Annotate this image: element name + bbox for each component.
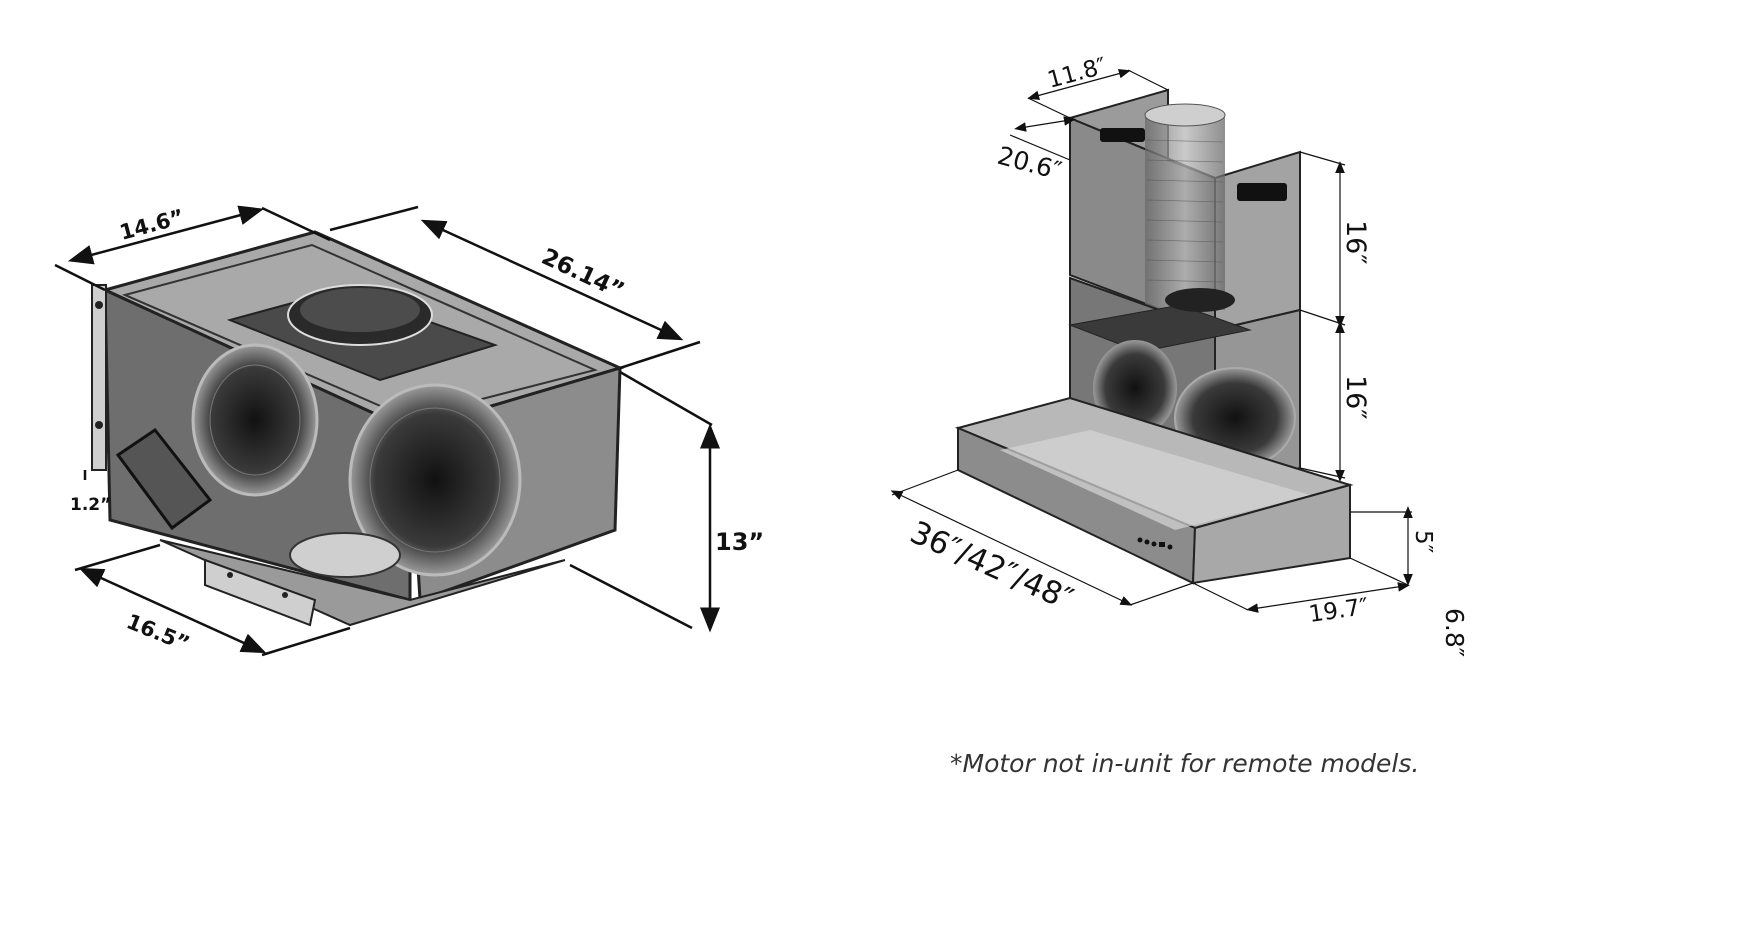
blower-fan-right bbox=[348, 383, 522, 577]
exhaust-duct bbox=[1145, 115, 1225, 310]
dim-chimney-width: 11.8″ bbox=[1045, 53, 1110, 94]
footnote: *Motor not in-unit for remote models. bbox=[950, 749, 1419, 778]
dim-total-height: 6.8″ bbox=[1440, 608, 1469, 657]
dim-flange: 1.2” bbox=[70, 495, 111, 515]
bottom-collar bbox=[289, 532, 401, 578]
hood-unit: 11.8″ 20.6″ 16″ 16″ 36″/42″/48″ 19.7″ 5″… bbox=[890, 53, 1469, 657]
junction-box bbox=[115, 427, 213, 531]
dim-lower-chimney: 16″ bbox=[1340, 375, 1371, 419]
blower-unit: 14.6” 26.14” 1.2” 13” 16.5” bbox=[54, 205, 764, 656]
dim-hood-widths: 36″/42″/48″ bbox=[905, 514, 1079, 618]
dim-chimney-depth: 20.6″ bbox=[994, 141, 1064, 186]
vent-slots-upper bbox=[1100, 128, 1287, 201]
dim-height: 13” bbox=[715, 528, 764, 556]
mount-flange-left bbox=[91, 284, 107, 471]
blower-fan-left bbox=[191, 343, 319, 497]
dim-upper-chimney: 16″ bbox=[1340, 220, 1371, 264]
dim-front-height: 5″ bbox=[1410, 530, 1436, 554]
control-buttons bbox=[1137, 537, 1173, 550]
